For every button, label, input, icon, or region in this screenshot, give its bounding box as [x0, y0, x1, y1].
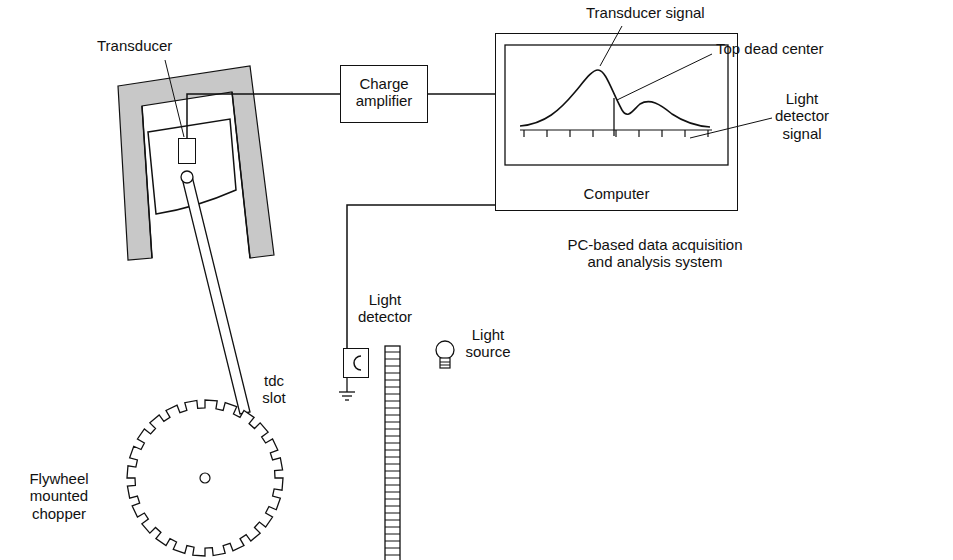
chopper-slot [385, 450, 400, 451]
chopper-slot [385, 394, 400, 395]
chopper-slot [385, 499, 400, 500]
chopper-slot [385, 485, 400, 486]
ground-symbol [345, 399, 349, 400]
pulse-tick [638, 130, 639, 137]
pulse-tick [546, 130, 547, 137]
chopper-slot [385, 520, 400, 521]
pulse-tick [615, 130, 616, 137]
node-label: Computer [584, 185, 650, 202]
computer-monitor: Computer [495, 33, 738, 211]
chopper-slot [385, 478, 400, 479]
piston-pin [181, 171, 193, 183]
light-detector-trace [524, 130, 708, 137]
chopper-slot [385, 373, 400, 374]
annotation-label: Light source [462, 326, 514, 361]
chopper-slot [385, 352, 400, 353]
chopper-slot [385, 548, 400, 549]
transducer-trace [520, 70, 710, 127]
chopper-slot [385, 464, 400, 465]
chopper-slots [385, 352, 400, 555]
chopper-slot [385, 422, 400, 423]
annotation-label: Flywheel mounted chopper [14, 470, 104, 522]
chopper-slot [385, 555, 400, 556]
chopper-slot [385, 408, 400, 409]
pulse-tick [661, 130, 662, 137]
connecting-rod [182, 176, 250, 414]
annotation-label: PC-based data acquisition and analysis s… [560, 236, 750, 271]
chopper-slot [385, 471, 400, 472]
chopper-slot [385, 366, 400, 367]
flywheel-chopper [127, 400, 283, 556]
bulb-thread [440, 362, 450, 363]
leader-line [690, 118, 772, 138]
cylinder-wall [142, 106, 152, 258]
pulse-tick [592, 130, 593, 137]
node-label: Transducer [97, 37, 172, 54]
ground-symbol [339, 391, 355, 392]
chopper-slot [385, 513, 400, 514]
signal-cable [428, 93, 495, 95]
pulse-tick [569, 130, 570, 137]
monitor-screen [505, 45, 728, 165]
light-detector: Light detector [343, 348, 369, 378]
bulb-thread [440, 365, 450, 366]
signal-cable [187, 94, 340, 138]
leader-line [617, 54, 712, 100]
node-label: Light detector [353, 291, 417, 326]
annotation-label: Transducer signal [586, 4, 705, 21]
chopper-slot [385, 401, 400, 402]
tdc-marker [613, 98, 614, 136]
pulse-tick [523, 130, 524, 137]
chopper-slot [385, 436, 400, 437]
chopper-slot [385, 527, 400, 528]
bulb-base [440, 358, 450, 368]
chopper-slot [385, 380, 400, 381]
chopper-slot [385, 457, 400, 458]
annotation-label: Light detector signal [760, 90, 844, 142]
chopper-strip [385, 346, 400, 560]
light-bulb [436, 341, 454, 359]
photodiode-symbol [354, 356, 361, 370]
charge-amplifier-box: Charge amplifier [340, 65, 428, 123]
leader-line [165, 60, 184, 137]
ground-wire [346, 378, 347, 392]
ground-symbol [342, 395, 352, 396]
chopper-slot [385, 534, 400, 535]
chopper-slot [385, 506, 400, 507]
annotation-label: Top dead center [716, 40, 824, 57]
chopper-slot [385, 415, 400, 416]
chopper-slot [385, 443, 400, 444]
chopper-slot [385, 541, 400, 542]
chopper-slot [385, 387, 400, 388]
annotation-label: tdc slot [254, 372, 294, 407]
flywheel-hub [200, 473, 210, 483]
transducer: Transducer [178, 138, 196, 164]
leader-line [600, 26, 622, 66]
chopper-slot [385, 429, 400, 430]
chopper-slot [385, 359, 400, 360]
pulse-tick [684, 130, 685, 137]
node-label: Charge amplifier [345, 75, 423, 110]
chopper-slot [385, 492, 400, 493]
